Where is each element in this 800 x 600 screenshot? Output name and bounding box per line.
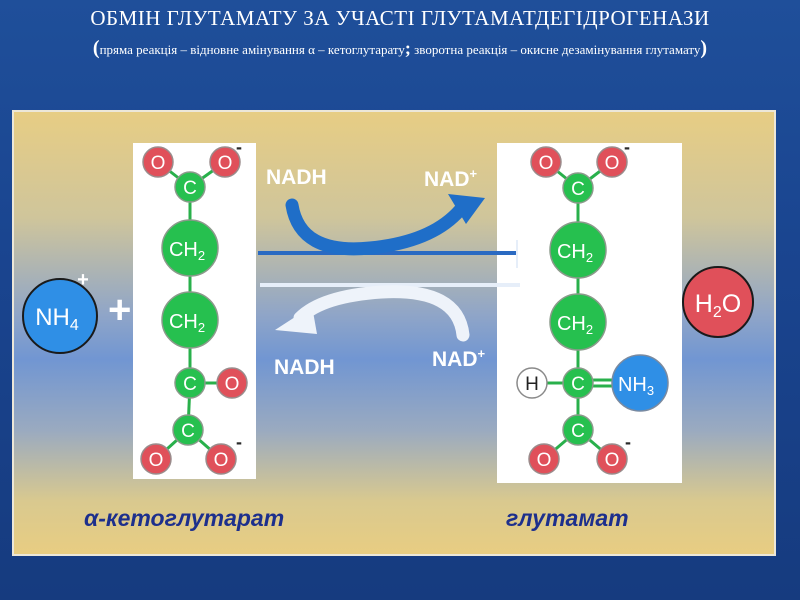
glu-atom-c4-alpha: C <box>562 367 594 399</box>
ketoglutarate-label: α-кетоглутарат <box>84 505 285 531</box>
atom-label: CH <box>557 241 586 263</box>
ammonium-charge: + <box>77 269 89 291</box>
cofactor-nadh-reverse: NADH <box>274 356 335 379</box>
forward-curved-arrow <box>285 198 467 256</box>
atom-subscript: 2 <box>586 250 593 265</box>
atom-label: O <box>605 450 620 471</box>
atom-label: CH <box>169 311 198 333</box>
atom-ch2-b: CH2 <box>161 291 219 349</box>
svg-text:CH2: CH2 <box>557 241 593 265</box>
svg-text:NH4: NH4 <box>35 304 79 334</box>
atom-subscript: 2 <box>586 322 593 337</box>
glu-atom-o-bottom-left: O <box>528 443 560 475</box>
atom-label: O <box>605 153 620 174</box>
atom-label: O <box>537 450 552 471</box>
glutamate-bottom-charge: - <box>625 432 631 452</box>
atom-label: O <box>214 450 229 471</box>
ammonium-ion: NH4 <box>22 278 98 354</box>
glu-atom-o-top-right: O <box>596 146 628 178</box>
water-subscript: 2 <box>713 304 722 321</box>
cofactor-nad-label: NAD <box>432 348 478 371</box>
water-h: H <box>695 290 713 318</box>
ammonium-subscript: 4 <box>70 317 79 334</box>
plus-sign-right: + <box>634 281 658 325</box>
svg-text:H2O: H2O <box>695 290 741 321</box>
atom-label: H <box>525 374 539 395</box>
ammonium-label: NH <box>35 304 70 331</box>
reverse-curved-arrow <box>293 285 470 342</box>
atom-o-bottom-left: O <box>140 443 172 475</box>
atom-label: CH <box>557 313 586 335</box>
page-subtitle: (пряма реакція – відновне амінування α –… <box>10 38 790 60</box>
cofactor-nad-reverse: NAD+ <box>432 346 485 372</box>
amino-charge: + <box>655 344 666 364</box>
cofactor-nad-forward: NAD+ <box>424 166 477 192</box>
glu-atom-c5: C <box>562 414 594 446</box>
cofactor-nad-charge: + <box>469 166 478 181</box>
glu-atom-ch2-a: CH2 <box>549 221 607 279</box>
glu-atom-o-top-left: O <box>530 146 562 178</box>
atom-label: C <box>181 421 195 442</box>
glutamate-label: глутамат <box>506 505 629 531</box>
atom-label: O <box>149 450 164 471</box>
atom-label: O <box>151 153 166 174</box>
water-o: O <box>722 290 741 318</box>
atom-label: O <box>539 153 554 174</box>
glutamate-top-charge: - <box>624 137 630 157</box>
glu-atom-o-bottom-right: O <box>596 443 628 475</box>
atom-c1: C <box>174 171 206 203</box>
plus-sign-left: + <box>108 288 132 332</box>
subtitle-separator: ; <box>404 38 411 58</box>
atom-o-top-left: O <box>142 146 174 178</box>
atom-label: C <box>571 421 585 442</box>
glu-atom-h: H <box>516 367 548 399</box>
subtitle-reverse-reaction: зворотна реакція – окисне дезамінування … <box>410 42 701 57</box>
atom-o-bottom-right: O <box>205 443 237 475</box>
subtitle-forward-reaction: пряма реакція – відновне амінування α – … <box>99 42 405 57</box>
atom-ch2-a: CH2 <box>161 219 219 277</box>
glu-atom-ch2-b: CH2 <box>549 293 607 351</box>
atom-subscript: 3 <box>647 383 654 398</box>
atom-label: C <box>183 374 197 395</box>
atom-subscript: 2 <box>198 248 205 263</box>
page-title: ОБМІН ГЛУТАМАТУ ЗА УЧАСТІ ГЛУТАМАТДЕГІДР… <box>90 6 710 30</box>
subtitle-open-paren: ( <box>92 37 100 59</box>
atom-label: C <box>183 178 197 199</box>
water-molecule: H2O <box>682 266 754 338</box>
cofactor-nad-charge: + <box>477 346 486 361</box>
glu-atom-nh3: NH3 <box>611 354 669 412</box>
forward-arrow-head <box>448 194 485 224</box>
ketoglutarate-bottom-charge: - <box>236 432 242 452</box>
atom-label: CH <box>169 239 198 261</box>
cofactor-nadh-forward: NADH <box>266 166 327 189</box>
atom-label: O <box>225 374 240 395</box>
atom-label: O <box>218 153 233 174</box>
atom-o-top-right: O <box>209 146 241 178</box>
atom-label: C <box>571 374 585 395</box>
atom-c4-keto: C <box>174 367 206 399</box>
atom-label: C <box>571 179 585 200</box>
atom-c5: C <box>172 414 204 446</box>
svg-text:NH3: NH3 <box>618 374 654 398</box>
atom-subscript: 2 <box>198 320 205 335</box>
atom-label: NH <box>618 374 647 396</box>
ketoglutarate-top-charge: - <box>236 137 242 157</box>
svg-text:CH2: CH2 <box>557 313 593 337</box>
svg-text:CH2: CH2 <box>169 239 205 263</box>
glu-atom-c1: C <box>562 172 594 204</box>
reverse-arrow-head <box>275 306 317 334</box>
cofactor-nad-label: NAD <box>424 168 470 191</box>
atom-o-keto: O <box>216 367 248 399</box>
svg-text:CH2: CH2 <box>169 311 205 335</box>
subtitle-close-paren: ) <box>700 37 708 59</box>
